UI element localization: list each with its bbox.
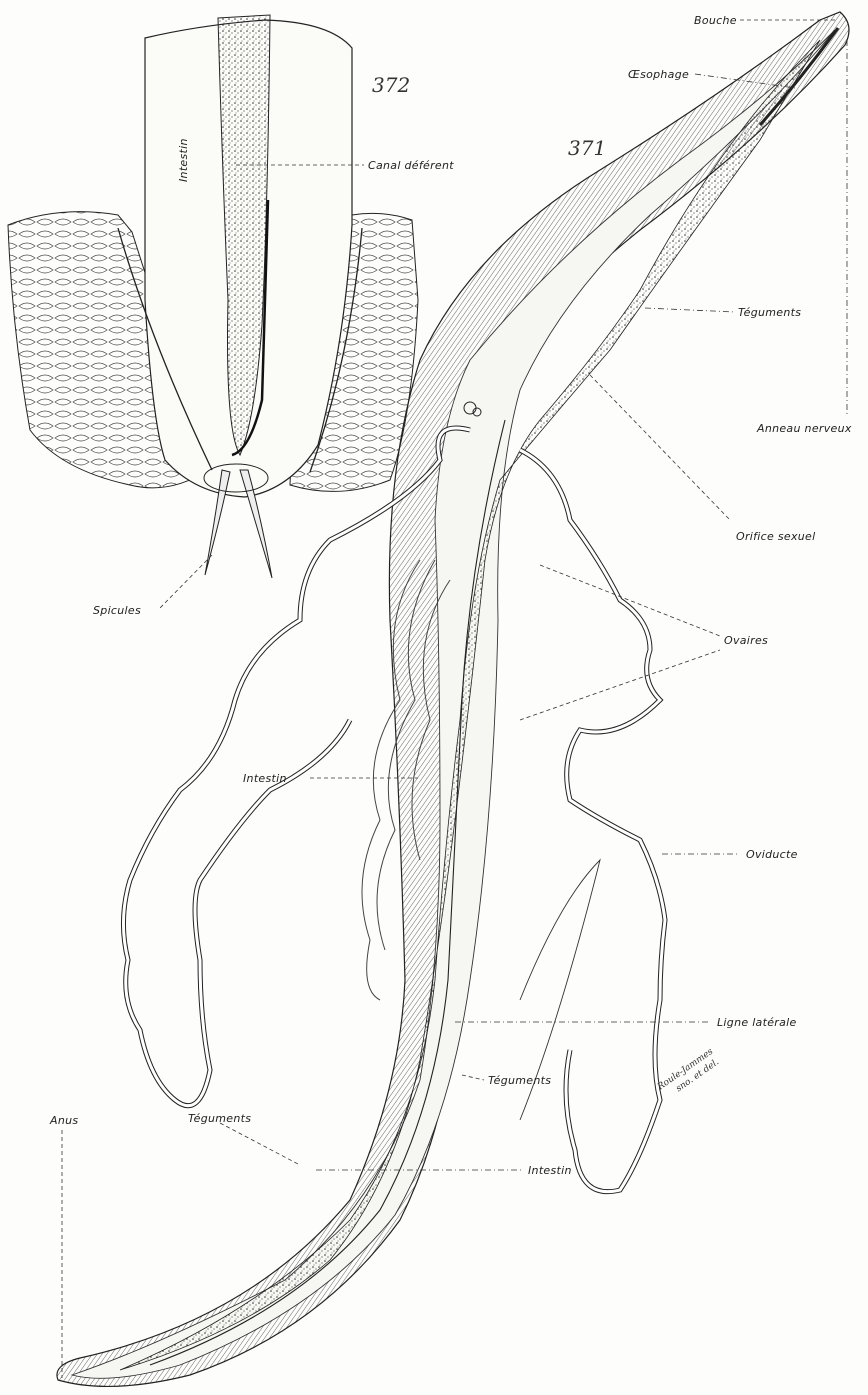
label-oesophage: Œsophage	[628, 68, 689, 81]
label-teguments-mid: Téguments	[488, 1074, 551, 1087]
label-teguments-top: Téguments	[738, 306, 801, 319]
label-spicules: Spicules	[93, 604, 141, 617]
label-intestin-bottom: Intestin	[528, 1164, 572, 1177]
label-bouche: Bouche	[694, 14, 737, 27]
figure-number-372: 372	[372, 73, 410, 97]
label-oviducte: Oviducte	[746, 848, 798, 861]
label-teguments-low: Téguments	[188, 1112, 251, 1125]
label-canal-deferent: Canal déférent	[368, 159, 454, 172]
figure-number-371: 371	[568, 136, 606, 160]
label-intestin-372: Intestin	[177, 138, 190, 182]
label-ovaires: Ovaires	[724, 634, 768, 647]
label-anus: Anus	[49, 1114, 78, 1127]
label-orifice-sexuel: Orifice sexuel	[736, 530, 815, 543]
label-ligne-laterale: Ligne latérale	[717, 1016, 797, 1029]
artist-signature: Roule-Jammes sno. et del.	[655, 1047, 722, 1103]
label-intestin-mid: Intestin	[243, 772, 287, 785]
label-anneau-nerveux: Anneau nerveux	[756, 422, 852, 435]
figure-372	[8, 15, 418, 578]
